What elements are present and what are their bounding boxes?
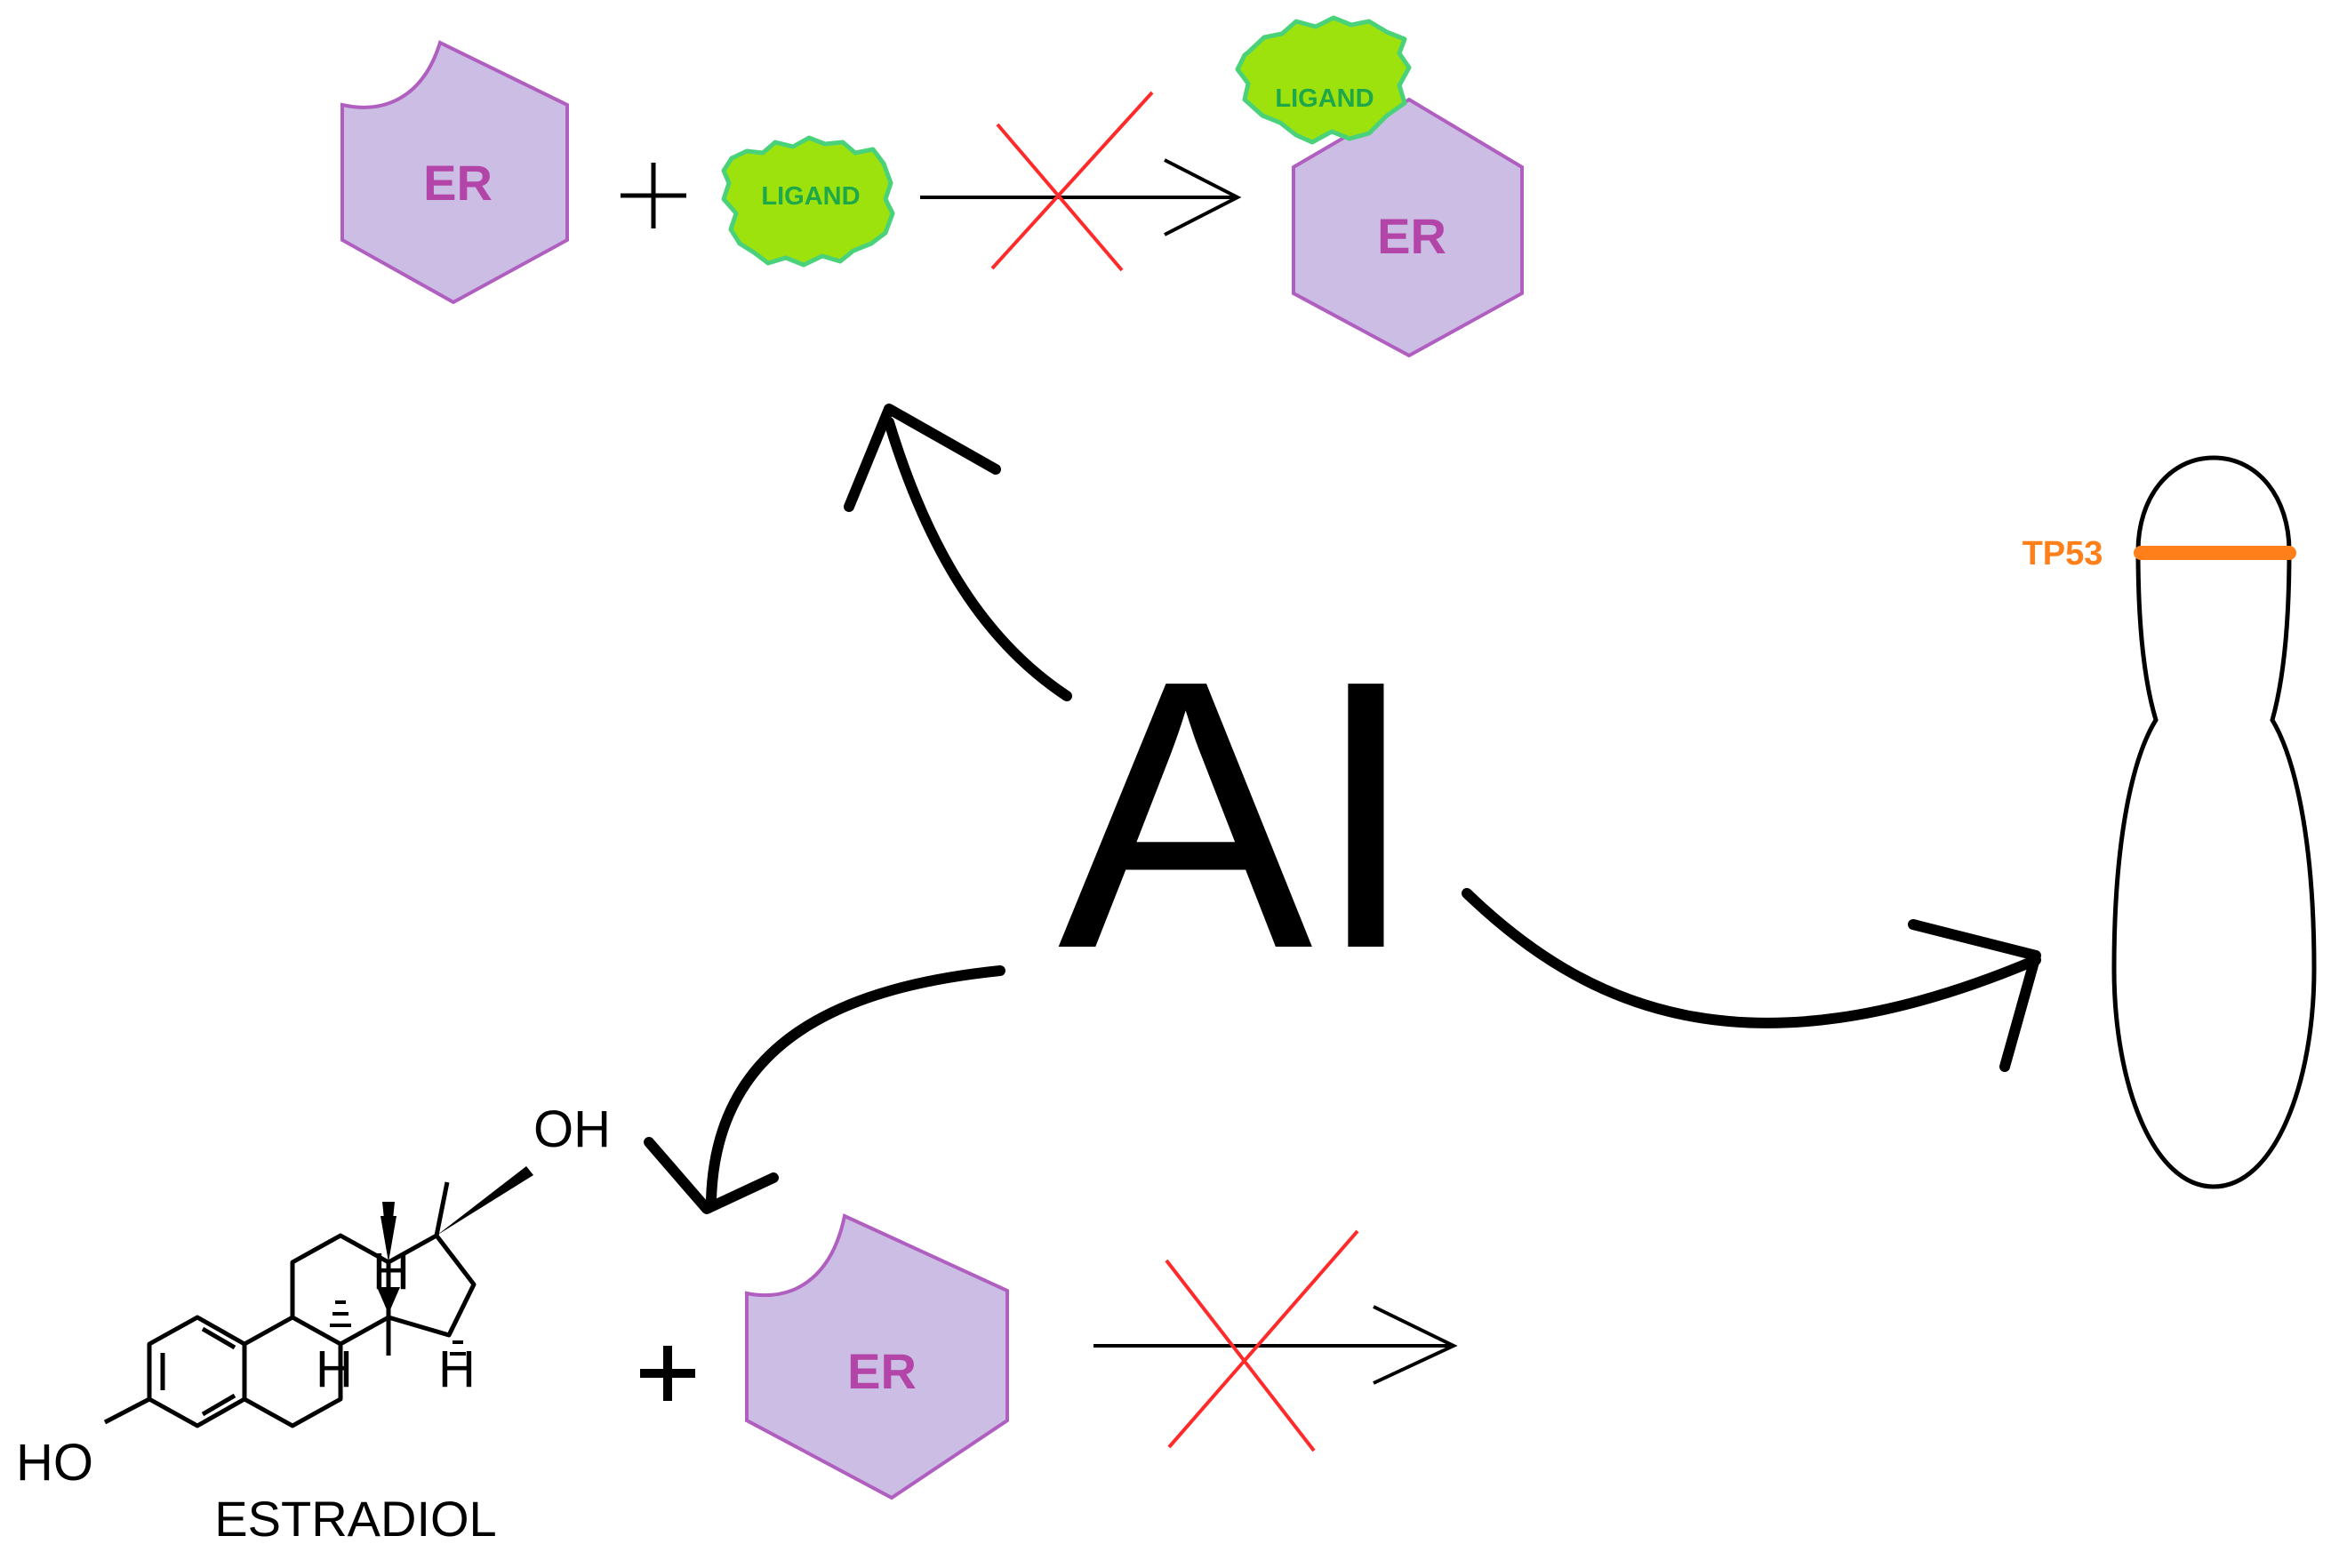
h-label-top: H <box>372 1243 410 1300</box>
arrow-ai-to-chromosome <box>1462 888 2041 1072</box>
plus-sign-top <box>621 163 686 228</box>
top-reaction: ER LIGAND ER LIGAND <box>340 15 1524 358</box>
oh-top-label: OH <box>533 1100 611 1158</box>
estradiol-caption: ESTRADIOL <box>214 1491 496 1547</box>
arrow-ai-to-top <box>844 404 1072 701</box>
arrow-ai-to-bottom <box>644 965 1005 1214</box>
tp53-label: TP53 <box>2023 535 2103 572</box>
er-label: ER <box>423 155 493 211</box>
blocked-arrow-bottom <box>1093 1229 1458 1452</box>
chromosome: TP53 <box>2023 455 2317 1189</box>
h-label-right: H <box>438 1340 476 1398</box>
complex-er-label: ER <box>1377 208 1446 264</box>
ai-label: AI <box>1058 602 1419 1028</box>
ligand-blob-top: LIGAND <box>721 135 895 268</box>
blocked-arrow-top <box>920 91 1242 272</box>
er-label-bottom: ER <box>847 1343 917 1399</box>
block-cross-line <box>1165 1259 1316 1452</box>
plus-sign-bottom <box>640 1346 695 1401</box>
block-cross-line <box>990 91 1154 270</box>
er-ligand-complex: ER LIGAND <box>1235 15 1524 358</box>
ligand-label: LIGAND <box>761 182 860 211</box>
complex-ligand-label: LIGAND <box>1275 84 1374 113</box>
oh-wedge <box>437 1166 533 1236</box>
estradiol-structure: OH HO H H H ESTRADIOL <box>16 1100 611 1547</box>
ho-label: HO <box>16 1434 93 1492</box>
h-label-left: H <box>316 1340 353 1398</box>
er-receptor-top-left: ER <box>340 40 569 305</box>
block-cross-line <box>1167 1229 1359 1449</box>
er-receptor-bottom: ER <box>745 1213 1009 1500</box>
block-cross-line <box>996 123 1124 272</box>
